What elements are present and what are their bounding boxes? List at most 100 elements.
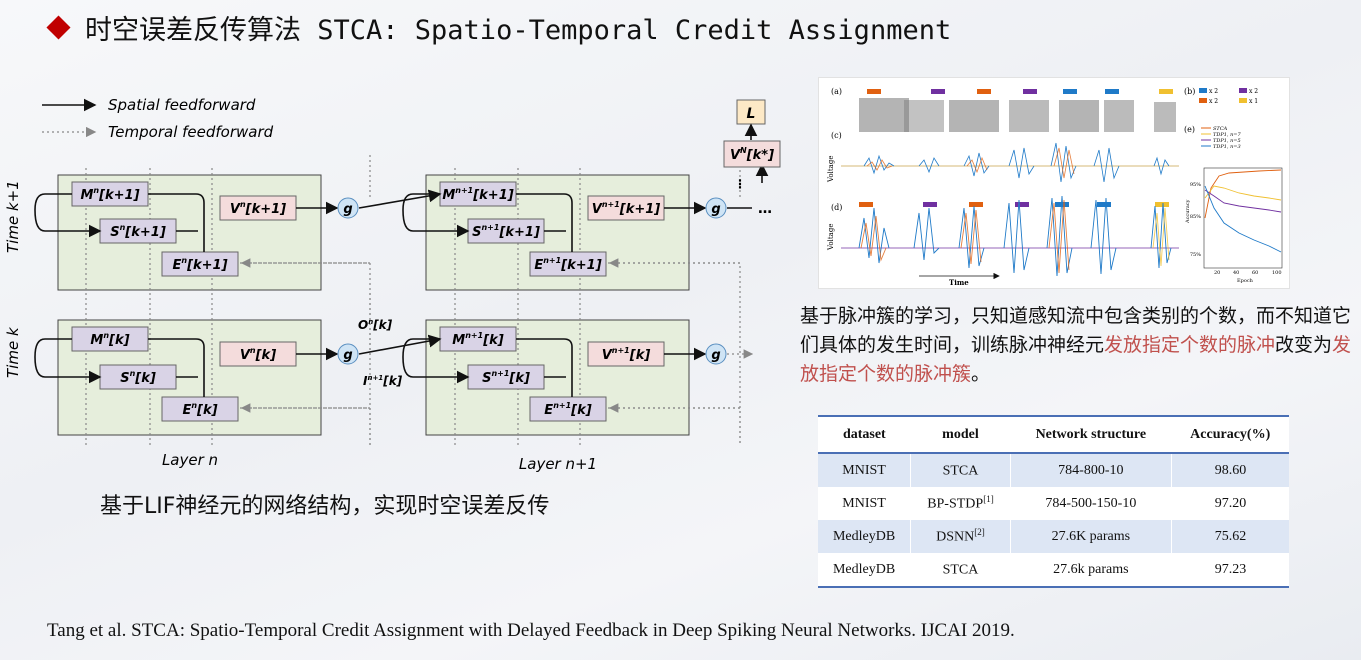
- m-box-n-k1: [71, 181, 149, 207]
- diamond-bullet-icon: [46, 14, 71, 40]
- g-node-lower-left: g: [337, 343, 359, 365]
- svg-text:100: 100: [1272, 270, 1282, 276]
- svg-text:Accuracy: Accuracy: [1185, 199, 1191, 224]
- layer-n-label: Layer n: [162, 451, 218, 469]
- burst-marker-d: [969, 202, 983, 207]
- panel-c-label: (c): [831, 131, 842, 140]
- svg-text:Sn[k]: Sn[k]: [120, 369, 156, 386]
- svg-text:g: g: [711, 202, 720, 217]
- burst-learning-description: 基于脉冲簇的学习，只知道感知流中包含类别的个数，而不知道它们具体的发生时间，训练…: [800, 302, 1355, 389]
- svg-text:Sn+1[k]: Sn+1[k]: [482, 369, 530, 386]
- svg-text:Vn+1[k+1]: Vn+1[k+1]: [592, 200, 661, 217]
- svg-text:x 2: x 2: [1209, 88, 1218, 95]
- burst-marker-a: [1023, 89, 1037, 94]
- col-network-structure: Network structure: [1010, 415, 1172, 454]
- table-row: MedleyDB STCA 27.6k params 97.23: [818, 553, 1289, 588]
- svg-text:Vn[k+1]: Vn[k+1]: [230, 200, 286, 217]
- traces-d: [858, 195, 1172, 277]
- table-row: MNIST STCA 784-800-10 98.60: [818, 453, 1289, 487]
- svg-text:x 2: x 2: [1209, 98, 1218, 105]
- m-box-n1-k: [439, 326, 517, 352]
- slide-title: 时空误差反传算法 STCA: Spatio-Temporal Credit As…: [46, 6, 952, 48]
- time-axis-label: Time: [949, 278, 969, 287]
- burst-marker-d: [1015, 202, 1029, 207]
- traces-c: [863, 142, 1170, 183]
- svg-text:75%: 75%: [1190, 252, 1201, 258]
- s-box-n1-k: [467, 364, 545, 390]
- panel-b-label: (b): [1184, 87, 1195, 96]
- svg-text:Sn+1[k+1]: Sn+1[k+1]: [472, 223, 540, 240]
- slide-title-text: 时空误差反传算法 STCA: Spatio-Temporal Credit As…: [85, 14, 952, 46]
- svg-text:Sn[k+1]: Sn[k+1]: [110, 223, 166, 240]
- voltage-label-c: Voltage: [827, 156, 835, 183]
- burst-marker-d: [923, 202, 937, 207]
- burst-marker-a: [977, 89, 991, 94]
- e-box-n1-k1: [529, 251, 607, 277]
- burst-marker-a: [867, 89, 881, 94]
- col-model: model: [910, 415, 1011, 454]
- svg-text:Epoch: Epoch: [1237, 278, 1254, 284]
- svg-text:95%: 95%: [1190, 182, 1201, 188]
- burst-marker-a: [1063, 89, 1077, 94]
- burst-marker-a: [1105, 89, 1119, 94]
- panel-a-label: (a): [831, 87, 842, 96]
- svg-text:g: g: [343, 202, 352, 217]
- diagram-svg: Spatial feedforward Temporal feedforward…: [4, 96, 781, 473]
- v-box-n-k1: [219, 195, 297, 221]
- voltage-label-d: Voltage: [827, 224, 835, 251]
- g-node-lower-right: g: [705, 343, 727, 365]
- col-accuracy: Accuracy(%): [1171, 415, 1289, 454]
- svg-text:40: 40: [1233, 270, 1239, 276]
- svg-text:Mn+1[k+1]: Mn+1[k+1]: [442, 186, 513, 203]
- desc-highlight-bursts: 发放指定个数的脉冲簇: [800, 334, 1352, 385]
- vn-box: [723, 140, 781, 168]
- table-header-row: dataset model Network structure Accuracy…: [818, 415, 1289, 454]
- burst-markers-a: [867, 89, 1173, 94]
- time-k-label: Time k: [4, 326, 22, 378]
- svg-text:En+1[k]: En+1[k]: [544, 401, 591, 418]
- v-box-n1-k1: [587, 195, 665, 221]
- svg-text:g: g: [711, 348, 720, 363]
- results-table: dataset model Network structure Accuracy…: [818, 415, 1289, 588]
- svg-text:g: g: [343, 348, 352, 363]
- output-label: On[k]: [358, 318, 393, 332]
- svg-text:x 2: x 2: [1249, 88, 1258, 95]
- panel-e-label: (e): [1184, 125, 1195, 134]
- stca-network-diagram: Spatial feedforward Temporal feedforward…: [0, 85, 790, 485]
- svg-text:Vn[k]: Vn[k]: [240, 346, 276, 363]
- spatial-legend-label: Spatial feedforward: [108, 96, 256, 114]
- layer-n1-label: Layer n+1: [519, 455, 597, 473]
- svg-text:TDP1, n=3: TDP1, n=3: [1213, 144, 1241, 150]
- raster-a: [859, 98, 1176, 132]
- reference-citation: Tang et al. STCA: Spatio-Temporal Credit…: [47, 620, 1015, 641]
- legend-e: STCA TDP1, n=7 TDP1, n=5 TDP1, n=3: [1201, 126, 1241, 150]
- e-box-n1-k: [529, 396, 607, 422]
- e-box-n-k1: [161, 251, 239, 277]
- v-box-n1-k: [587, 341, 665, 367]
- desc-part1: 基于脉冲簇的学习，只知道感知流中包含类别的个数，而不知道它们具体的发生时间，训练…: [800, 305, 1352, 356]
- svg-text:20: 20: [1214, 270, 1220, 276]
- input-label: In+1[k]: [363, 374, 403, 388]
- svg-text:VN[k*]: VN[k*]: [730, 146, 774, 163]
- s-box-n-k1: [99, 218, 177, 244]
- s-box-n1-k1: [467, 218, 545, 244]
- burst-learning-figure: (a) (b) (c) (d) (e) x 2 x 2 x 2 x 1 Volt…: [818, 77, 1290, 289]
- table-row: MNIST BP-STDP[1] 784-500-150-10 97.20: [818, 487, 1289, 520]
- diagram-caption: 基于LIF神经元的网络结构，实现时空误差反传: [100, 494, 550, 519]
- burst-marker-d: [1055, 202, 1069, 207]
- svg-text:Mn[k+1]: Mn[k+1]: [80, 186, 139, 203]
- e-box-n-k: [161, 396, 239, 422]
- svg-text:TDP1, n=5: TDP1, n=5: [1213, 138, 1241, 144]
- col-dataset: dataset: [818, 415, 911, 454]
- svg-text:L: L: [747, 106, 756, 122]
- panel-d-label: (d): [831, 203, 842, 212]
- burst-marker-a: [931, 89, 945, 94]
- svg-text:En[k+1]: En[k+1]: [172, 256, 227, 273]
- svg-text:x 1: x 1: [1249, 98, 1258, 105]
- legend-b: x 2 x 2 x 2 x 1: [1199, 88, 1258, 105]
- v-box-n-k: [219, 341, 297, 367]
- burst-marker-a: [1159, 89, 1173, 94]
- m-box-n1-k1: [439, 181, 517, 207]
- temporal-legend-label: Temporal feedforward: [108, 123, 274, 141]
- svg-text:Vn+1[k]: Vn+1[k]: [602, 346, 651, 363]
